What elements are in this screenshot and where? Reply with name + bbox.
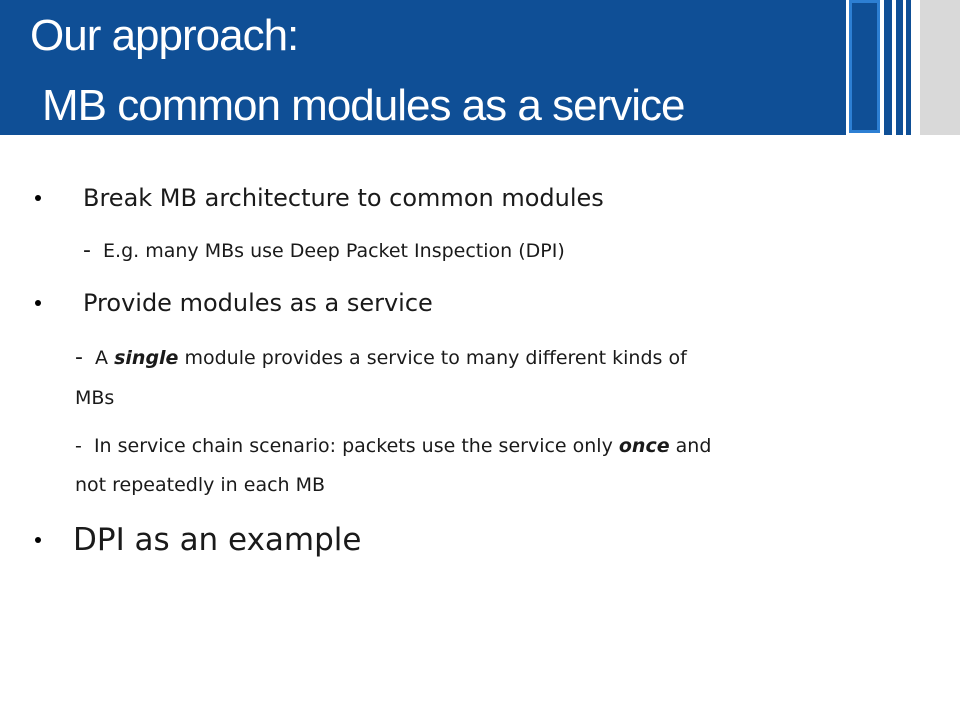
sub-text: A	[95, 347, 115, 369]
sub-text: module provides a service to many differ…	[178, 347, 687, 369]
dash-marker: -	[75, 345, 83, 370]
slide-title-line1: Our approach:	[30, 11, 299, 60]
bullet-dot-icon	[35, 537, 41, 543]
dash-marker: -	[83, 238, 91, 263]
bullet-2-sub-1-continuation: MBs	[75, 387, 115, 409]
decor-stripe	[884, 0, 892, 135]
emphasis-text: once	[618, 435, 670, 457]
decor-stripe-gray	[920, 0, 960, 135]
title-band: Our approach: MB common modules as a ser…	[0, 0, 840, 135]
decor-stripe	[840, 0, 846, 135]
emphasis-text: single	[114, 347, 179, 369]
bullet-2-text: Provide modules as a service	[83, 289, 433, 317]
sub-text: and	[669, 435, 712, 457]
dash-marker: -	[75, 435, 82, 457]
decor-stripe	[896, 0, 903, 135]
bullet-2-sub-2: - In service chain scenario: packets use…	[75, 433, 711, 459]
bullet-dot-icon	[35, 195, 41, 201]
bullet-3-text: DPI as an example	[73, 522, 362, 558]
decor-stripe-outlined	[849, 0, 880, 133]
bullet-dot-icon	[35, 300, 41, 306]
sub-text: E.g. many MBs use Deep Packet Inspection…	[103, 240, 565, 262]
slide-title-line2: MB common modules as a service	[42, 81, 685, 130]
bullet-2-sub-2-continuation: not repeatedly in each MB	[75, 474, 326, 496]
sub-text: In service chain scenario: packets use t…	[93, 435, 619, 457]
decor-stripe	[906, 0, 911, 135]
bullet-1-sub-1: - E.g. many MBs use Deep Packet Inspecti…	[83, 238, 565, 264]
bullet-2-sub-1: - A single module provides a service to …	[75, 345, 687, 371]
bullet-1-text: Break MB architecture to common modules	[83, 184, 604, 212]
